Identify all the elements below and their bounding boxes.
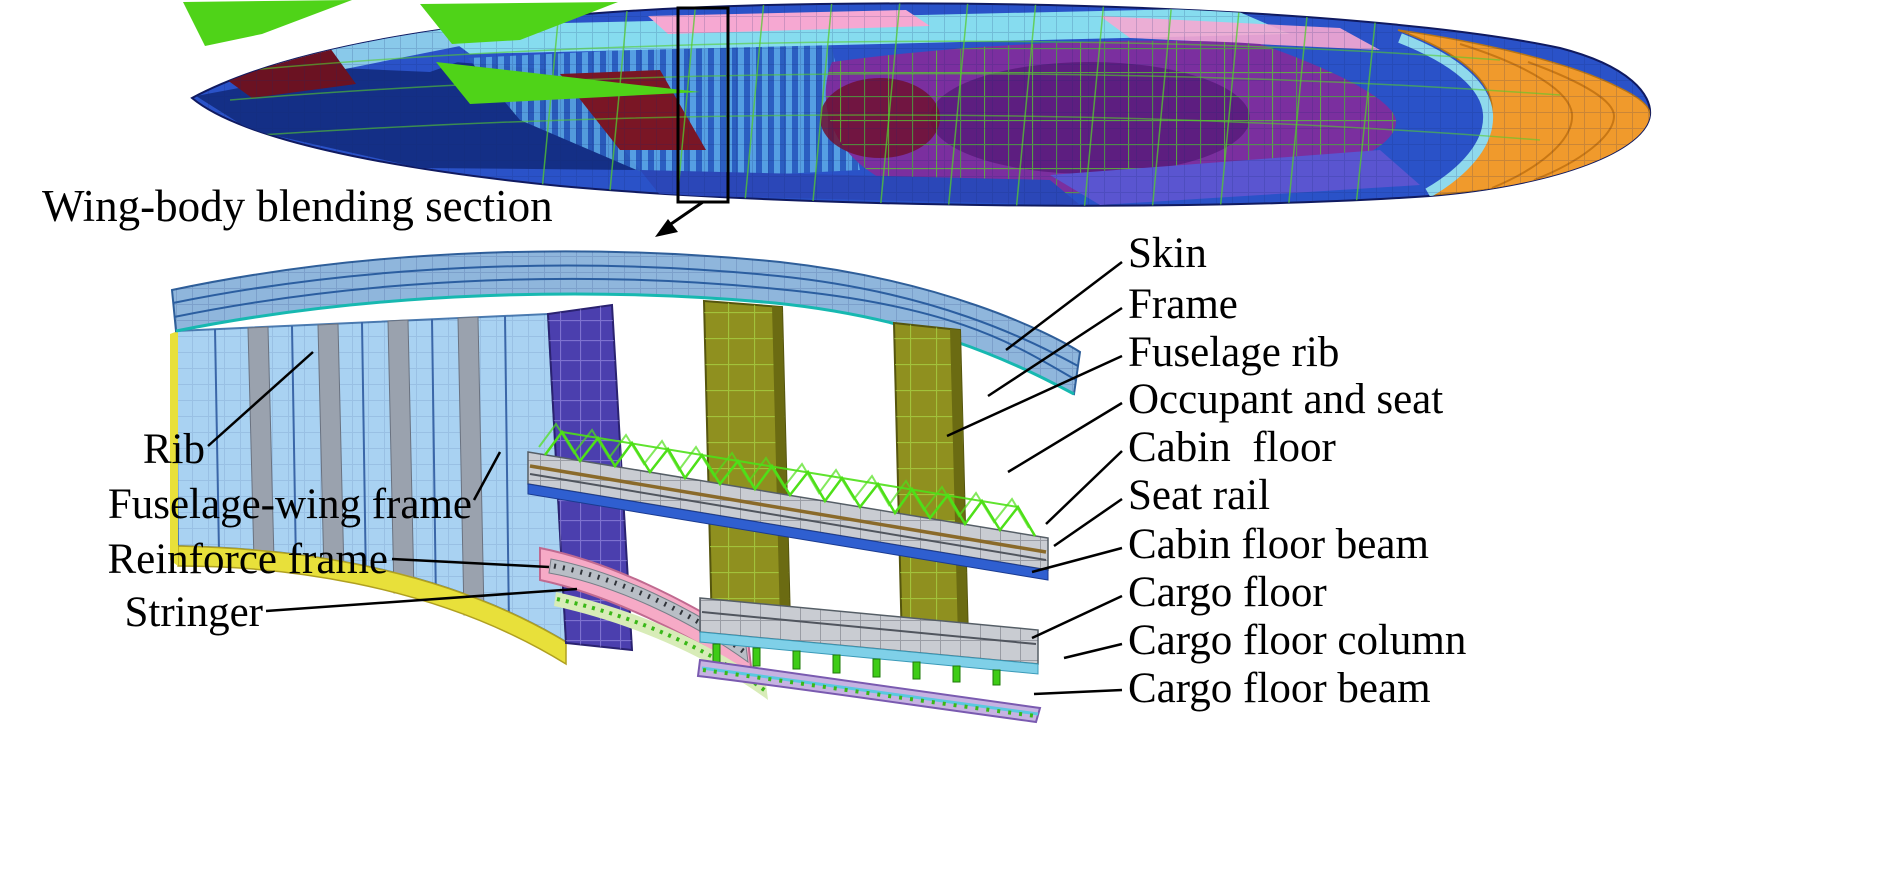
- occupant-seat-truss: [543, 429, 1037, 537]
- cabin-floor-edge: [527, 483, 1049, 581]
- skin-leader-line: [1005, 261, 1123, 351]
- cargo-floor-column-leader-line: [1063, 642, 1123, 660]
- lower-green-band: [554, 592, 768, 700]
- cargo-floor-leader-line: [1031, 594, 1123, 640]
- cabin-floor-leader-line: [1045, 450, 1123, 525]
- cabin-floor-beam-line: [529, 473, 1047, 561]
- fuselage-ribs: [702, 299, 970, 648]
- skin-teal-edge: [175, 292, 1075, 396]
- cabin-floor-beam-leader-line: [1031, 546, 1123, 574]
- fuselage-wing-frame-leader-line: [472, 451, 502, 501]
- wing-green-sliver: [436, 62, 700, 104]
- label-fuselage-wing-frame: Fuselage-wing frame: [107, 481, 472, 528]
- seat-rail-line: [529, 464, 1047, 554]
- skin-panel: [170, 250, 1082, 396]
- label-frame: Frame: [1128, 281, 1238, 328]
- seat-rail-leader-line: [1053, 497, 1123, 548]
- label-rib: Rib: [142, 426, 205, 473]
- section-arrow: [655, 200, 704, 237]
- label-cabin-floor: Cabin floor: [1128, 424, 1336, 471]
- label-occupant-and-seat: Occupant and seat: [1128, 376, 1444, 423]
- cargo-floor-beam-leader-line: [1033, 688, 1123, 696]
- spar-webs: [247, 316, 485, 616]
- stringer-leader-line: [265, 587, 578, 613]
- cabin-floor: [527, 422, 1049, 581]
- label-skin: Skin: [1128, 230, 1207, 277]
- cargo-floor: [696, 597, 1042, 724]
- rib-lines: [214, 315, 510, 627]
- skin-stripe-1: [172, 264, 1079, 367]
- body-frame-arcs: [539, 3, 1377, 206]
- label-cargo-floor: Cargo floor: [1128, 569, 1327, 616]
- frame-leader-line: [987, 306, 1123, 398]
- cabin-floor-grid: [528, 452, 1048, 570]
- wing-box: [170, 312, 568, 666]
- label-stringer: Stringer: [124, 589, 263, 636]
- occupant-seat-truss-back: [538, 422, 1030, 529]
- cargo-beam-green-ticks: [702, 668, 1037, 718]
- fuselage-rib-a-shade: [772, 306, 790, 624]
- leader-lines: [207, 261, 1123, 696]
- aircraft-fem-model: [183, 0, 1652, 237]
- reinforce-frame-band: [548, 558, 749, 664]
- cargo-beam-cyan-line: [701, 666, 1039, 716]
- reinforce-frame-leader-line: [391, 557, 550, 569]
- skin-stripe-2: [173, 277, 1077, 381]
- cargo-floor-edge: [699, 631, 1039, 675]
- label-cargo-floor-column: Cargo floor column: [1128, 617, 1467, 664]
- cargo-floor-grid: [700, 598, 1038, 664]
- fuselage-rib-b-grid: [894, 323, 968, 646]
- wingtip-green-2: [420, 2, 618, 44]
- occupant-seat-leader-line: [1007, 401, 1123, 474]
- fuselage-rib-a-grid: [704, 301, 790, 630]
- label-wing-body-blending-section: Wing-body blending section: [42, 181, 553, 231]
- stringer-yellow-band: [177, 545, 567, 666]
- cargo-floor-rail: [701, 611, 1037, 645]
- fuselage-rib-leader-line: [946, 354, 1123, 438]
- label-seat-rail: Seat rail: [1128, 472, 1271, 519]
- label-reinforce-frame: Reinforce frame: [107, 536, 388, 583]
- label-fuselage-rib: Fuselage rib: [1128, 329, 1340, 376]
- rib-leader-line: [207, 351, 314, 447]
- wingtip-green-1: [183, 0, 352, 46]
- left-yellow-edge: [170, 331, 178, 566]
- cargo-floor-columns: [712, 643, 1001, 686]
- label-cabin-floor-beam: Cabin floor beam: [1128, 521, 1429, 568]
- label-cargo-floor-beam: Cargo floor beam: [1128, 665, 1431, 712]
- blending-section-detail: [170, 250, 1123, 724]
- body-longitudinal-lines: [229, 40, 1561, 141]
- truss-top-chord: [561, 431, 1019, 508]
